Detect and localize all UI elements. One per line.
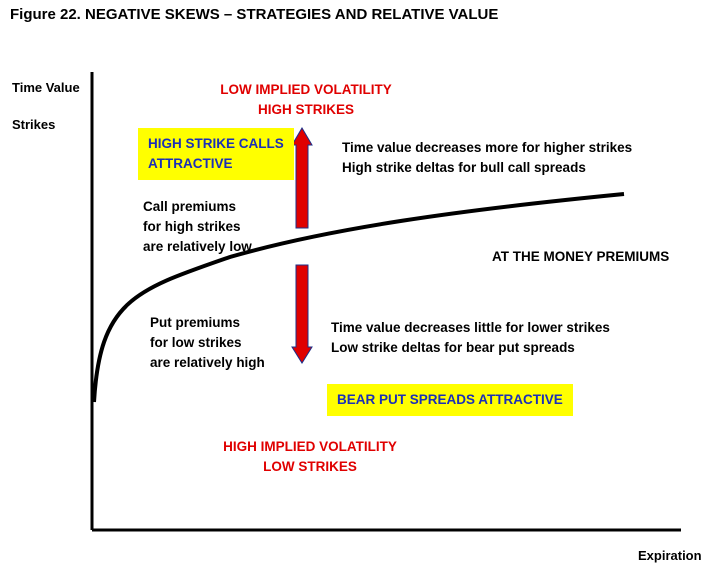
call-premiums-note: Call premiums for high strikes are relat… [143, 197, 252, 257]
bottom-label-line2: LOW STRIKES [263, 459, 357, 474]
down-arrow [291, 264, 313, 364]
at-the-money-curve [92, 192, 625, 403]
high-strike-calls-box: HIGH STRIKE CALLS ATTRACTIVE [138, 128, 294, 180]
bear-put-spreads-box: BEAR PUT SPREADS ATTRACTIVE [327, 384, 573, 416]
high-strike-note-line2: High strike deltas for bull call spreads [342, 160, 586, 175]
call-premiums-line3: are relatively low [143, 239, 252, 254]
put-premiums-line2: for low strikes [150, 335, 242, 350]
high-strike-note: Time value decreases more for higher str… [342, 138, 632, 178]
y-axis-label-time-value: Time Value [12, 80, 80, 95]
y-axis-label-strikes: Strikes [12, 117, 56, 132]
call-box-line2: ATTRACTIVE [148, 156, 233, 171]
low-strike-note: Time value decreases little for lower st… [331, 318, 610, 358]
call-premiums-line2: for high strikes [143, 219, 241, 234]
top-label-line2: HIGH STRIKES [257, 102, 354, 117]
low-strike-note-line2: Low strike deltas for bear put spreads [331, 340, 575, 355]
put-premiums-line1: Put premiums [150, 315, 241, 330]
high-strike-note-line1: Time value decreases more for higher str… [342, 140, 633, 155]
call-box-line1: HIGH STRIKE CALLS [148, 136, 284, 151]
x-axis-label-expiration: Expiration [638, 548, 702, 563]
bottom-label: HIGH IMPLIED VOLATILITY LOW STRIKES [210, 437, 410, 477]
top-label-line1: LOW IMPLIED VOLATILITY [220, 82, 392, 97]
at-the-money-label: AT THE MONEY PREMIUMS [492, 249, 670, 264]
put-premiums-note: Put premiums for low strikes are relativ… [150, 313, 265, 373]
up-arrow [291, 127, 313, 229]
top-label: LOW IMPLIED VOLATILITY HIGH STRIKES [206, 80, 406, 120]
low-strike-note-line1: Time value decreases little for lower st… [331, 320, 610, 335]
bottom-label-line1: HIGH IMPLIED VOLATILITY [223, 439, 397, 454]
put-premiums-line3: are relatively high [150, 355, 265, 370]
call-premiums-line1: Call premiums [143, 199, 237, 214]
figure-title: Figure 22. NEGATIVE SKEWS – STRATEGIES A… [10, 6, 499, 23]
